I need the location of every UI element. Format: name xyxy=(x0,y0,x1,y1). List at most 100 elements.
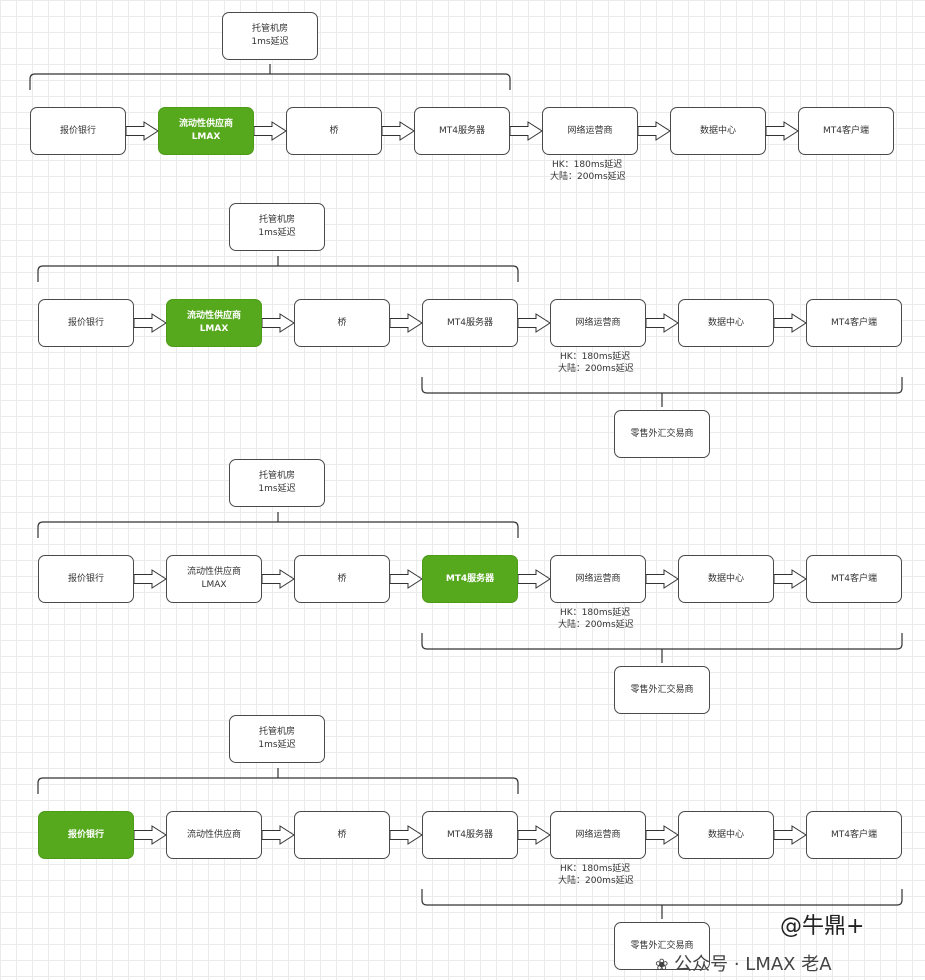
diagram-2-hosting-node-label: 托管机房 xyxy=(258,215,295,225)
diagram-4-retail-node: 零售外汇交易商 xyxy=(614,922,710,970)
diagram-4-node-client-label: MT4客户端 xyxy=(831,829,877,840)
diagram-3-arrow-6 xyxy=(773,569,807,589)
diagram-1-hosting-node-label: 托管机房 xyxy=(251,24,288,34)
diagram-4-latency-hk: HK：180ms延迟 xyxy=(560,864,631,874)
diagram-2-arrow-6 xyxy=(773,313,807,333)
diagram-1-hosting-node-sublabel: 1ms延迟 xyxy=(251,37,289,47)
diagram-2-node-lp-label: 流动性供应商 xyxy=(186,311,241,321)
diagram-1-latency-hk: HK：180ms延迟 xyxy=(552,160,623,170)
wechat-icon: ❀ xyxy=(655,955,669,974)
diagram-1-node-bridge-label: 桥 xyxy=(329,125,339,136)
diagram-3-node-bridge: 桥 xyxy=(294,555,390,603)
diagram-3-node-mt4: MT4服务器 xyxy=(422,555,518,603)
diagram-3-hosting-node-sublabel: 1ms延迟 xyxy=(258,484,296,494)
diagram-2-node-bank: 报价银行 xyxy=(38,299,134,347)
diagram-2-node-datacenter-label: 数据中心 xyxy=(707,317,744,328)
diagram-4-node-bank-label: 报价银行 xyxy=(67,829,104,840)
watermark-account: ❀ 公众号 · LMAX 老A xyxy=(655,950,832,976)
diagram-2-node-client-label: MT4客户端 xyxy=(831,317,877,328)
diagram-1-latency-mainland: 大陆：200ms延迟 xyxy=(550,172,626,182)
diagram-1-node-mt4: MT4服务器 xyxy=(414,107,510,155)
diagram-3-node-datacenter-label: 数据中心 xyxy=(707,573,744,584)
diagram-3-retail-bracket xyxy=(421,633,903,663)
diagram-1-node-lp-sublabel: LMAX xyxy=(191,132,221,142)
diagram-3-arrow-2 xyxy=(261,569,295,589)
diagram-4-retail-bracket xyxy=(421,889,903,919)
diagram-2-retail-node-label: 零售外汇交易商 xyxy=(630,428,694,439)
diagram-4-hosting-node: 托管机房 1ms延迟 xyxy=(229,715,325,763)
diagram-4-arrow-1 xyxy=(133,825,167,845)
diagram-2-arrow-4 xyxy=(517,313,551,333)
diagram-3-latency-hk: HK：180ms延迟 xyxy=(560,608,631,618)
diagram-1-hosting-node: 托管机房 1ms延迟 xyxy=(222,12,318,60)
diagram-3-node-network-label: 网络运营商 xyxy=(575,573,621,584)
diagram-1-node-network-label: 网络运营商 xyxy=(567,125,613,136)
diagram-1-node-bridge: 桥 xyxy=(286,107,382,155)
diagram-1-node-bank: 报价银行 xyxy=(30,107,126,155)
diagram-1-hosting-bracket xyxy=(29,64,511,90)
diagram-2-hosting-bracket xyxy=(37,256,519,282)
diagram-4-latency-mainland: 大陆：200ms延迟 xyxy=(558,876,634,886)
diagram-4-node-mt4-label: MT4服务器 xyxy=(447,829,493,840)
diagram-1-node-lp-label: 流动性供应商 xyxy=(178,119,233,129)
diagram-4-arrow-3 xyxy=(389,825,423,845)
diagram-1-arrow-2 xyxy=(253,121,287,141)
diagram-3-node-bridge-label: 桥 xyxy=(337,573,347,584)
diagram-1-arrow-4 xyxy=(509,121,543,141)
diagram-3-node-network: 网络运营商 xyxy=(550,555,646,603)
diagram-4-node-datacenter: 数据中心 xyxy=(678,811,774,859)
diagram-1-node-lp: 流动性供应商 LMAX xyxy=(158,107,254,155)
diagram-4-hosting-node-label: 托管机房 xyxy=(258,727,295,737)
diagram-3-node-lp: 流动性供应商 LMAX xyxy=(166,555,262,603)
diagram-3-retail-node-label: 零售外汇交易商 xyxy=(630,684,694,695)
diagram-3-node-mt4-label: MT4服务器 xyxy=(445,573,495,584)
diagram-3-node-bank-label: 报价银行 xyxy=(67,573,104,584)
diagram-1-node-datacenter-label: 数据中心 xyxy=(699,125,736,136)
diagram-3-hosting-node-label: 托管机房 xyxy=(258,471,295,481)
diagram-2-node-mt4-label: MT4服务器 xyxy=(447,317,493,328)
diagram-4-node-datacenter-label: 数据中心 xyxy=(707,829,744,840)
diagram-2-node-lp: 流动性供应商 LMAX xyxy=(166,299,262,347)
diagram-2-node-lp-sublabel: LMAX xyxy=(199,324,229,334)
diagram-2-latency-hk: HK：180ms延迟 xyxy=(560,352,631,362)
diagram-3-hosting-node: 托管机房 1ms延迟 xyxy=(229,459,325,507)
diagram-2-latency-mainland: 大陆：200ms延迟 xyxy=(558,364,634,374)
diagram-4-arrow-2 xyxy=(261,825,295,845)
diagram-4-node-network: 网络运营商 xyxy=(550,811,646,859)
diagram-3-node-lp-label: 流动性供应商 xyxy=(186,567,241,577)
diagram-4-hosting-node-sublabel: 1ms延迟 xyxy=(258,740,296,750)
diagram-3-arrow-5 xyxy=(645,569,679,589)
diagram-1-node-datacenter: 数据中心 xyxy=(670,107,766,155)
diagram-1-node-mt4-label: MT4服务器 xyxy=(439,125,485,136)
diagram-2-retail-node: 零售外汇交易商 xyxy=(614,410,710,458)
diagram-4-node-bridge: 桥 xyxy=(294,811,390,859)
diagram-2-node-network-label: 网络运营商 xyxy=(575,317,621,328)
diagram-1-arrow-5 xyxy=(637,121,671,141)
diagram-2-node-bank-label: 报价银行 xyxy=(67,317,104,328)
diagram-4-node-mt4: MT4服务器 xyxy=(422,811,518,859)
diagram-1-node-bank-label: 报价银行 xyxy=(59,125,96,136)
diagram-2-node-datacenter: 数据中心 xyxy=(678,299,774,347)
diagram-2-arrow-5 xyxy=(645,313,679,333)
diagram-2-arrow-1 xyxy=(133,313,167,333)
diagram-4-arrow-6 xyxy=(773,825,807,845)
diagram-3-arrow-3 xyxy=(389,569,423,589)
diagram-1-arrow-3 xyxy=(381,121,415,141)
diagram-2-node-bridge-label: 桥 xyxy=(337,317,347,328)
diagram-4-arrow-4 xyxy=(517,825,551,845)
diagram-4-node-bridge-label: 桥 xyxy=(337,829,347,840)
diagram-3-node-bank: 报价银行 xyxy=(38,555,134,603)
diagram-2-node-client: MT4客户端 xyxy=(806,299,902,347)
diagram-4-node-lp-label: 流动性供应商 xyxy=(186,829,241,840)
diagram-1-arrow-6 xyxy=(765,121,799,141)
diagram-4-node-client: MT4客户端 xyxy=(806,811,902,859)
watermark-brand: @牛鼎+ xyxy=(780,908,864,940)
diagram-3-node-client-label: MT4客户端 xyxy=(831,573,877,584)
diagram-4-arrow-5 xyxy=(645,825,679,845)
diagram-2-node-mt4: MT4服务器 xyxy=(422,299,518,347)
watermark-brand-text: @牛鼎+ xyxy=(780,914,865,939)
diagram-3-node-lp-sublabel: LMAX xyxy=(201,580,227,590)
diagram-3-node-client: MT4客户端 xyxy=(806,555,902,603)
diagram-2-retail-bracket xyxy=(421,377,903,407)
